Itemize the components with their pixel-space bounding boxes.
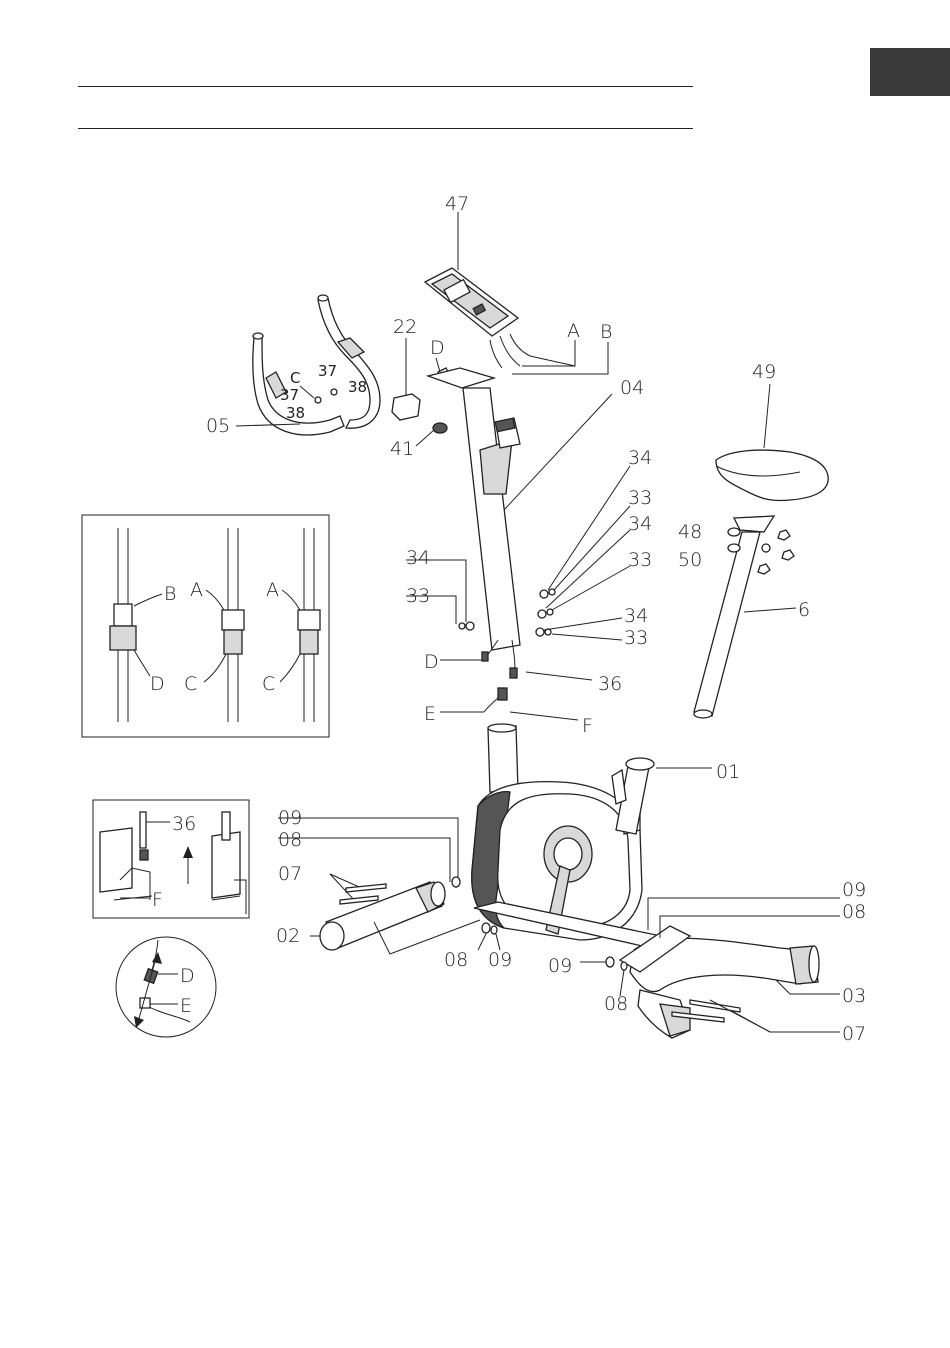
inset1-label-d: D <box>150 673 165 695</box>
inset3-label-e: E <box>180 995 192 1017</box>
label-49: 49 <box>752 361 776 383</box>
inset-cable-routing <box>93 800 249 918</box>
label-33c: 33 <box>624 627 648 649</box>
label-33a: 33 <box>628 487 652 509</box>
label-09b: 09 <box>488 949 512 971</box>
label-33b: 33 <box>628 549 652 571</box>
label-47: 47 <box>445 193 469 215</box>
label-41: 41 <box>390 438 414 460</box>
seat-post-part <box>694 516 794 718</box>
label-05: 05 <box>206 415 230 437</box>
label-08b: 08 <box>444 949 468 971</box>
label-07a: 07 <box>278 863 302 885</box>
inset-connectors <box>82 515 329 737</box>
label-22: 22 <box>393 316 417 338</box>
label-33d: 33 <box>406 585 430 607</box>
label-48: 48 <box>678 521 702 543</box>
inset1-label-b: B <box>164 583 176 605</box>
label-09a: 09 <box>278 807 302 829</box>
label-36: 36 <box>598 673 622 695</box>
label-37b: 37 <box>280 386 299 404</box>
label-07b: 07 <box>842 1023 866 1045</box>
label-a: A <box>567 320 580 342</box>
handlebar-part <box>253 295 380 435</box>
inset-plug-connection <box>116 937 216 1037</box>
label-34a: 34 <box>628 447 652 469</box>
rear-stabilizer-part <box>620 926 819 1038</box>
label-03: 03 <box>842 985 866 1007</box>
label-01: 01 <box>716 761 740 783</box>
label-d-mid: D <box>424 651 439 673</box>
label-38a: 38 <box>348 378 367 396</box>
label-b: B <box>600 321 612 343</box>
label-08c: 08 <box>842 901 866 923</box>
inset1-label-a2: A <box>266 579 279 601</box>
inset2-label-f: F <box>152 889 163 911</box>
label-50: 50 <box>678 549 702 571</box>
front-post-part <box>428 368 520 650</box>
label-09c: 09 <box>842 879 866 901</box>
label-08a: 08 <box>278 829 302 851</box>
label-38b: 38 <box>286 404 305 422</box>
label-02: 02 <box>276 925 300 947</box>
inset1-label-c1: C <box>184 673 197 695</box>
main-frame-part <box>472 724 680 950</box>
label-6: 6 <box>798 599 810 621</box>
label-34b: 34 <box>628 513 652 535</box>
inset3-label-d: D <box>180 965 195 987</box>
label-34d: 34 <box>406 547 430 569</box>
label-08d: 08 <box>604 993 628 1015</box>
inset1-label-c2: C <box>262 673 275 695</box>
label-d-top: D <box>430 337 445 359</box>
label-c-handlebar: C <box>290 369 300 387</box>
inset2-label-36: 36 <box>172 813 196 835</box>
label-34c: 34 <box>624 605 648 627</box>
label-09d: 09 <box>548 955 572 977</box>
inset1-label-a1: A <box>190 579 203 601</box>
label-f: F <box>582 715 593 737</box>
label-04: 04 <box>620 377 644 399</box>
saddle-part <box>716 450 828 500</box>
label-e: E <box>424 703 436 725</box>
label-37a: 37 <box>318 362 337 380</box>
